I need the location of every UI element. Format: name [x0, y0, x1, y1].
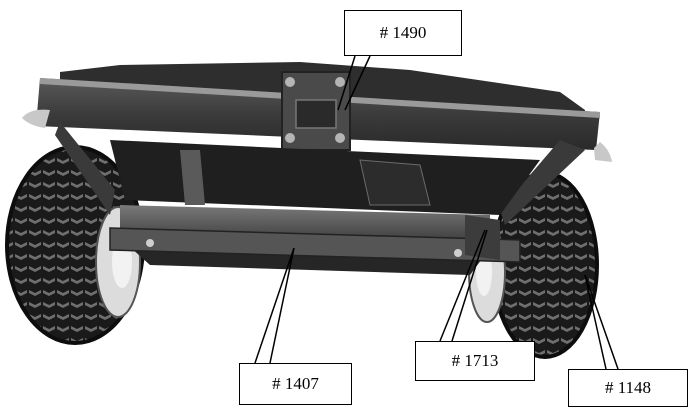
leader-lines [254, 55, 619, 370]
leader-1713-b [451, 229, 488, 342]
front-axle-bar [109, 205, 521, 275]
callout-1713: # 1713 [415, 341, 535, 381]
leader-1490 [337, 55, 356, 111]
leader-1407-b [269, 247, 295, 364]
right-wing-edge [594, 142, 612, 162]
leader-1148-b [584, 274, 619, 370]
leader-1490-b [344, 55, 371, 111]
callout-1148: # 1148 [568, 369, 688, 407]
deck-frame [36, 62, 600, 225]
callout-1490: # 1490 [344, 10, 462, 56]
callout-1407: # 1407 [239, 363, 352, 405]
leader-1713 [439, 229, 486, 342]
left-wing-edge [22, 109, 50, 128]
leader-1407 [254, 247, 295, 364]
leader-1148 [584, 274, 607, 370]
